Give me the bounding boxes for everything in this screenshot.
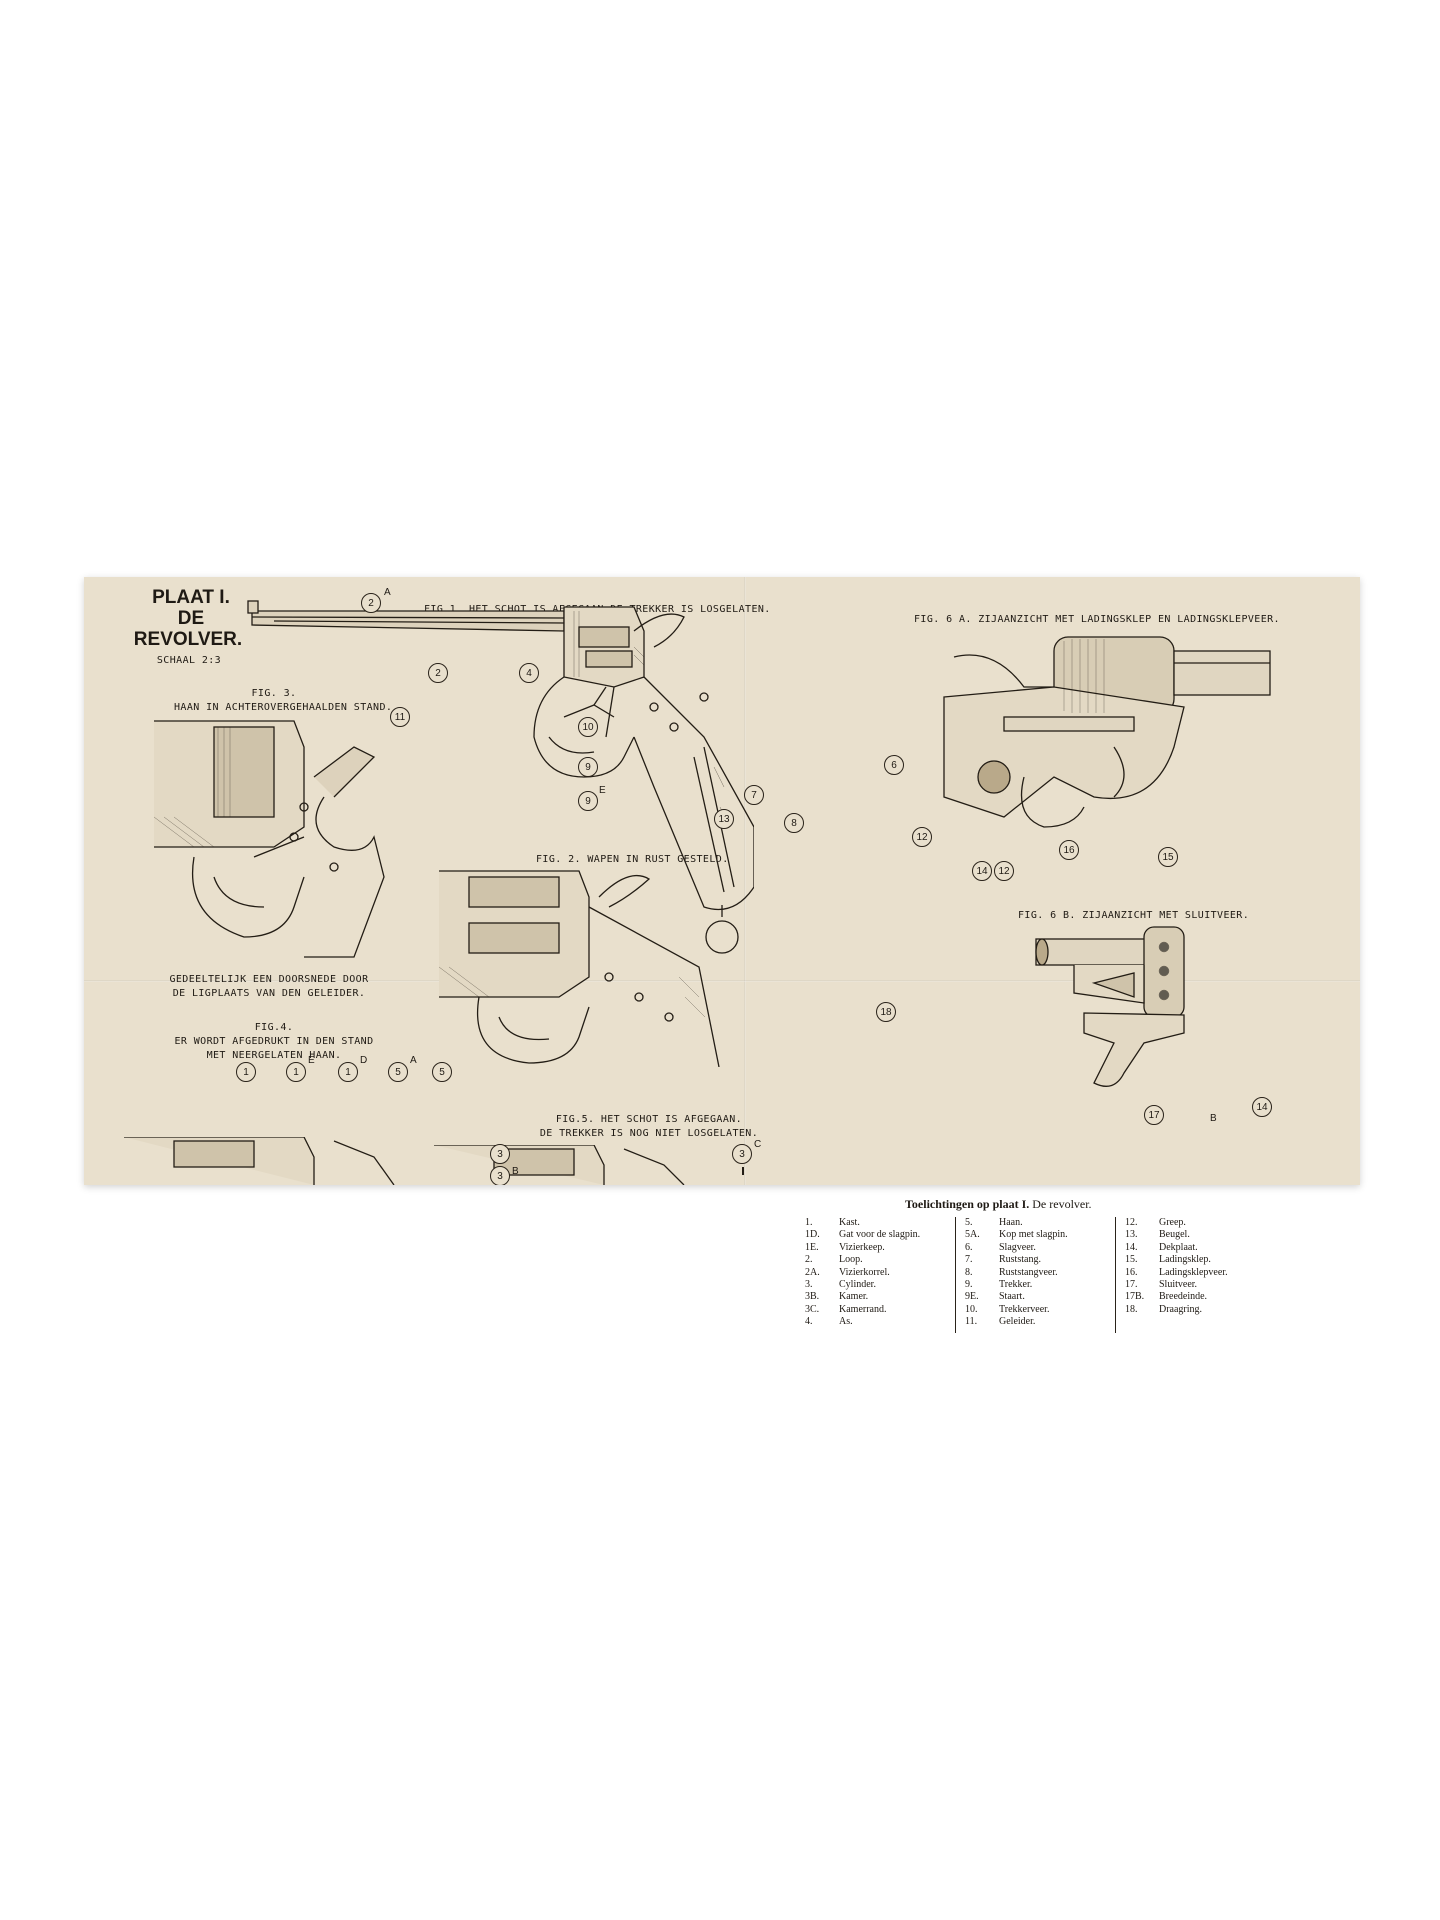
callout-12: 12 [912, 827, 932, 847]
callout-9e: 9 [578, 791, 598, 811]
letter-a2: A [410, 1055, 417, 1066]
legend-col3: 12.Greep. 13.Beugel. 14.Dekplaat. 15.Lad… [1125, 1217, 1228, 1316]
fig2-caption: FIG. 2. WAPEN IN RUST GESTELD. [536, 854, 729, 865]
letter-a: A [384, 587, 391, 598]
legend-row: 17.Sluitveer. [1125, 1279, 1198, 1291]
callout-18: 18 [876, 1002, 896, 1022]
callout-3b: 3 [490, 1166, 510, 1185]
callout-2a: 2 [361, 593, 381, 613]
callout-13: 13 [714, 809, 734, 829]
legend-col1: 1.Kast. 1D.Gat voor de slagpin. 1E.Vizie… [805, 1217, 920, 1329]
callout-14b: 14 [1252, 1097, 1272, 1117]
fig6a-side-view-drawing [943, 636, 1271, 828]
callout-11: 11 [390, 707, 410, 727]
fig6b-side-view-drawing [1035, 926, 1185, 1087]
letter-b: B [512, 1166, 519, 1177]
legend-row: 5A.Kop met slagpin. [965, 1229, 1068, 1241]
legend-row: 2A.Vizierkorrel. [805, 1266, 890, 1278]
letter-b2: B [1210, 1113, 1217, 1124]
callout-15: 15 [1158, 847, 1178, 867]
fold-line-vertical [744, 577, 746, 1185]
letter-e2: E [308, 1055, 315, 1066]
legend-title: Toelichtingen op plaat I. De revolver. [905, 1197, 1092, 1212]
legend-row: 12.Greep. [1125, 1217, 1186, 1228]
callout-5a: 5 [388, 1062, 408, 1082]
callout-12b: 12 [994, 861, 1014, 881]
fig6b-caption: FIG. 6 B. ZIJAANZICHT MET SLUITVEER. [1018, 910, 1250, 921]
callout-3c: 3 [732, 1144, 752, 1164]
fig4-caption-line1: FIG.4. [254, 1022, 294, 1033]
legend-title-bold: Toelichtingen op plaat I. [905, 1197, 1030, 1211]
legend-row: 11.Geleider. [965, 1316, 1036, 1328]
fig4-mechanism-drawing [124, 1137, 395, 1185]
callout-1c: 1 [338, 1062, 358, 1082]
legend-row: 3C.Kamerrand. [805, 1303, 887, 1315]
legend-row: 17B.Breedeinde. [1125, 1291, 1208, 1303]
legend-row: 3B.Kamer. [805, 1291, 869, 1303]
legend-row: 1.Kast. [805, 1217, 860, 1228]
plate-title-line1: PLAAT I. [152, 587, 230, 608]
callout-7: 7 [744, 785, 764, 805]
fig3-caption-line2: HAAN IN ACHTEROVERGEHAALDEN STAND. [174, 702, 393, 713]
callout-4: 4 [519, 663, 539, 683]
legend-row: 15.Ladingsklep. [1125, 1254, 1211, 1266]
fig1-revolver-drawing [247, 600, 754, 954]
letter-c: C [754, 1139, 762, 1150]
bottom-tick [742, 1167, 744, 1175]
legend-row: 14.Dekplaat. [1125, 1241, 1198, 1253]
letter-e: E [599, 785, 606, 796]
fold-line-horizontal [84, 980, 1360, 982]
callout-6: 6 [884, 755, 904, 775]
callout-8: 8 [784, 813, 804, 833]
callout-1a: 1 [236, 1062, 256, 1082]
legend-row: 8.Ruststangveer. [965, 1266, 1058, 1278]
fig5-caption-line2: DE TREKKER IS NOG NIET LOSGELATEN. [539, 1128, 759, 1139]
legend-row: 4.As. [805, 1316, 853, 1328]
callout-14: 14 [972, 861, 992, 881]
legend-row: 10.Trekkerveer. [965, 1303, 1050, 1315]
legend-divider-1 [955, 1217, 956, 1333]
fig5-mechanism-drawing [434, 1145, 685, 1185]
fig3-mechanism-drawing [154, 720, 385, 958]
plate-sheet: PLAAT I. DE REVOLVER. SCHAAL 2:3 FIG.1. … [84, 577, 1360, 1185]
legend-divider-2 [1115, 1217, 1116, 1333]
callout-2: 2 [428, 663, 448, 683]
legend-row: 13.Beugel. [1125, 1229, 1190, 1241]
fig4-caption-line3: MET NEERGELATEN HAAN. [206, 1050, 342, 1061]
legend-row: 18.Draagring. [1125, 1303, 1203, 1315]
fig2-mechanism-drawing [439, 870, 720, 1067]
legend-row: 1D.Gat voor de slagpin. [805, 1229, 921, 1241]
callout-17: 17 [1144, 1105, 1164, 1125]
legend-row: 3.Cylinder. [805, 1279, 876, 1291]
fig5-caption-line1: FIG.5. HET SCHOT IS AFGEGAAN. [555, 1114, 743, 1125]
legend-row: 1E.Vizierkeep. [805, 1241, 885, 1253]
fig3-note-line1: GEDEELTELIJK EEN DOORSNEDE DOOR [169, 974, 369, 985]
fig3-note-line2: DE LIGPLAATS VAN DEN GELEIDER. [172, 988, 366, 999]
legend-row: 9.Trekker. [965, 1279, 1033, 1291]
plate-scale: SCHAAL 2:3 [156, 655, 222, 666]
callout-10: 10 [578, 717, 598, 737]
legend-row: 16.Ladingsklepveer. [1125, 1266, 1228, 1278]
legend-row: 2.Loop. [805, 1254, 863, 1266]
legend-col2: 5.Haan. 5A.Kop met slagpin. 6.Slagveer. … [965, 1217, 1068, 1329]
plate-title-line2: DE [177, 608, 205, 629]
legend-row: 5.Haan. [965, 1217, 1023, 1228]
legend-row: 7.Ruststang. [965, 1254, 1041, 1266]
callout-16: 16 [1059, 840, 1079, 860]
callout-9: 9 [578, 757, 598, 777]
fig4-caption-line2: ER WORDT AFGEDRUKT IN DEN STAND [174, 1036, 374, 1047]
fig6a-caption: FIG. 6 A. ZIJAANZICHT MET LADINGSKLEP EN… [914, 614, 1280, 625]
letter-d: D [360, 1055, 368, 1066]
legend-row: 9E.Staart. [965, 1291, 1025, 1303]
callout-5b: 5 [432, 1062, 452, 1082]
callout-1b: 1 [286, 1062, 306, 1082]
fig3-caption-line1: FIG. 3. [251, 688, 297, 699]
legend-title-rest: De revolver. [1032, 1197, 1092, 1211]
legend-row: 6.Slagveer. [965, 1241, 1036, 1253]
plate-title-line3: REVOLVER. [133, 629, 243, 650]
callout-3a: 3 [490, 1144, 510, 1164]
